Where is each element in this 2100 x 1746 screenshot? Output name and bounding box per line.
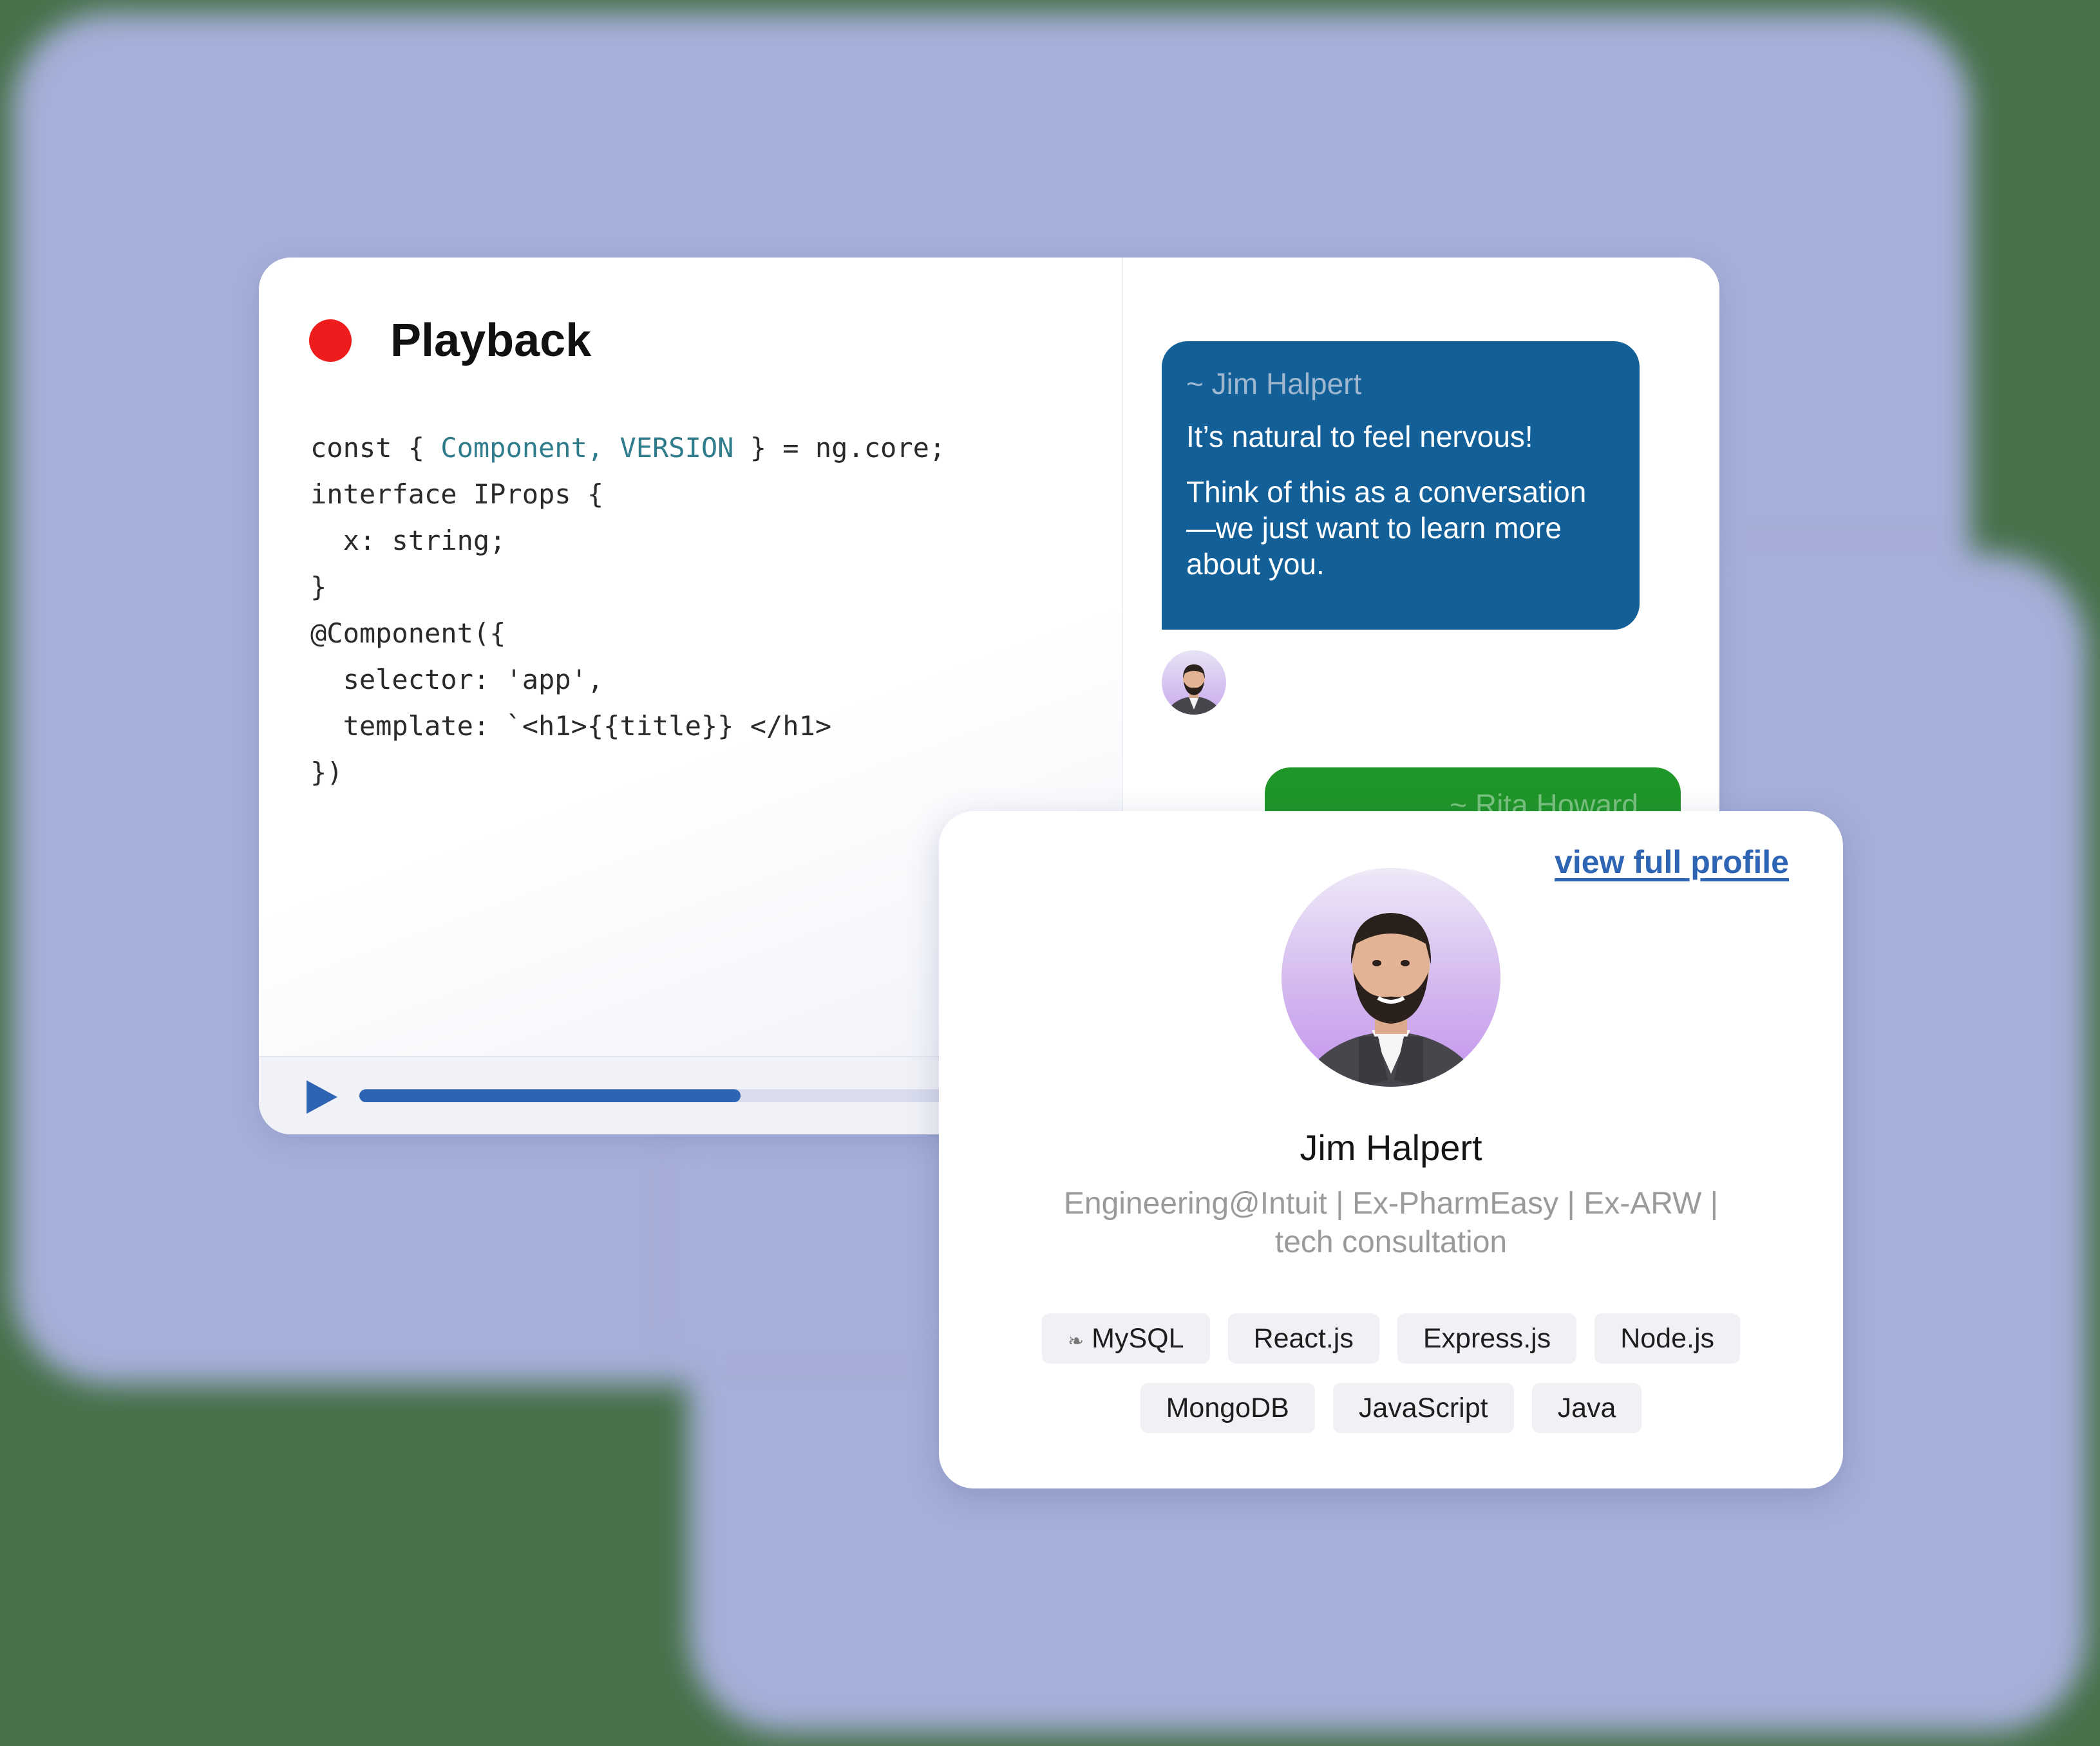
code-line: }) bbox=[310, 749, 945, 796]
skill-tag-label: Express.js bbox=[1423, 1323, 1551, 1354]
skill-tag-row: ❧ MySQL React.js Express.js Node.js bbox=[1042, 1313, 1740, 1364]
skill-tag: JavaScript bbox=[1332, 1383, 1514, 1433]
profile-name: Jim Halpert bbox=[1300, 1127, 1482, 1168]
play-icon[interactable] bbox=[305, 1079, 339, 1115]
progress-bar[interactable] bbox=[359, 1089, 1122, 1102]
code-text: selector: 'app', bbox=[310, 664, 604, 695]
code-text: x: string; bbox=[310, 525, 506, 556]
view-full-profile-link[interactable]: view full profile bbox=[1555, 844, 1789, 880]
message-text: It’s natural to feel nervous! bbox=[1186, 420, 1533, 453]
skill-tag: ❧ MySQL bbox=[1042, 1313, 1210, 1364]
code-line: @Component({ bbox=[310, 610, 945, 657]
skill-tag-label: MySQL bbox=[1092, 1323, 1184, 1354]
person-icon bbox=[1166, 664, 1222, 715]
code-line: const { Component, VERSION } = ng.core; bbox=[310, 425, 945, 471]
skill-tag: Java bbox=[1531, 1383, 1642, 1433]
code-text: } bbox=[310, 571, 327, 603]
skill-tag: Express.js bbox=[1397, 1313, 1577, 1364]
code-text: }) bbox=[310, 756, 343, 788]
record-indicator-icon bbox=[309, 319, 352, 362]
code-line: interface IProps { bbox=[310, 471, 945, 518]
skill-tag: Node.js bbox=[1594, 1313, 1740, 1364]
message-author: ~ Jim Halpert bbox=[1186, 367, 1362, 400]
code-line: template: `<h1>{{title}} </h1> bbox=[310, 703, 945, 749]
skill-tag: MongoDB bbox=[1140, 1383, 1315, 1433]
dolphin-icon: ❧ bbox=[1068, 1331, 1084, 1352]
code-text: interface IProps { bbox=[310, 478, 604, 510]
profile-card: view full profile Jim Halpert Engineerin… bbox=[939, 811, 1843, 1488]
person-icon bbox=[1299, 913, 1483, 1087]
code-highlight: Component, VERSION bbox=[440, 432, 734, 464]
skill-tag-label: Java bbox=[1557, 1393, 1616, 1423]
skill-tag-label: React.js bbox=[1253, 1323, 1354, 1354]
progress-fill bbox=[359, 1089, 741, 1102]
avatar bbox=[1162, 650, 1226, 715]
code-line: } bbox=[310, 564, 945, 610]
code-line: x: string; bbox=[310, 518, 945, 564]
skill-tags: ❧ MySQL React.js Express.js Node.js MongoDB J… bbox=[939, 1313, 1843, 1433]
skill-tag-row: MongoDB JavaScript Java bbox=[1140, 1383, 1642, 1433]
code-block: const { Component, VERSION } = ng.core; i… bbox=[310, 425, 945, 796]
skill-tag-label: MongoDB bbox=[1166, 1393, 1289, 1423]
chat-message-interviewer: ~ Jim Halpert It’s natural to feel nervo… bbox=[1162, 341, 1640, 630]
message-text: Think of this as a conversation—we just … bbox=[1186, 475, 1587, 581]
profile-avatar bbox=[1282, 868, 1500, 1087]
code-text: const { bbox=[310, 432, 441, 464]
skill-tag-label: Node.js bbox=[1620, 1323, 1714, 1354]
skill-tag: React.js bbox=[1227, 1313, 1379, 1364]
profile-bio: Engineering@Intuit | Ex-PharmEasy | Ex-A… bbox=[1063, 1187, 1719, 1259]
skill-tag-label: JavaScript bbox=[1358, 1393, 1488, 1423]
code-line: selector: 'app', bbox=[310, 657, 945, 703]
code-text: template: `<h1>{{title}} </h1> bbox=[310, 710, 832, 742]
playback-title: Playback bbox=[390, 315, 592, 366]
code-text: } = ng.core; bbox=[733, 432, 946, 464]
code-text: @Component({ bbox=[310, 617, 506, 649]
